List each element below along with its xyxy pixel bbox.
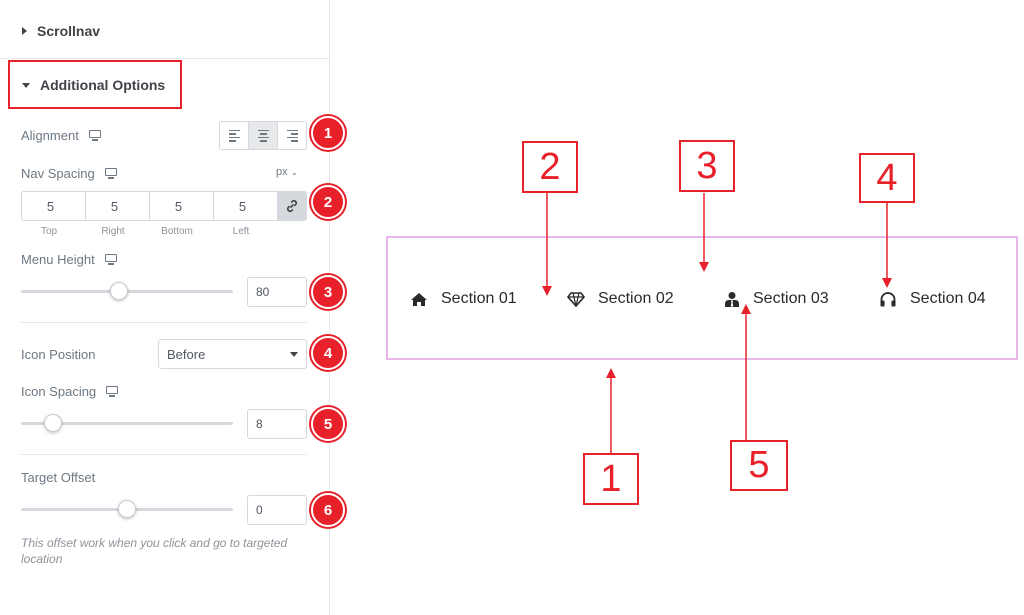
chevron-down-icon: ⌄ bbox=[290, 167, 299, 177]
align-center-icon bbox=[257, 129, 269, 142]
dropdown-arrow-icon bbox=[290, 351, 298, 357]
unit-select[interactable]: px ⌄ bbox=[276, 166, 298, 178]
link-icon bbox=[287, 200, 297, 212]
alignment-label-text: Alignment bbox=[21, 128, 79, 143]
highlight-box bbox=[8, 60, 182, 109]
dim-label-bottom: Bottom bbox=[161, 226, 193, 237]
nav-spacing-label: Nav Spacing bbox=[21, 166, 117, 181]
callout-4: 4 bbox=[859, 153, 915, 203]
slider-handle[interactable] bbox=[43, 414, 62, 432]
nav-item-section-04[interactable]: Section 04 bbox=[879, 290, 986, 308]
step-badge-4: 4 bbox=[311, 336, 345, 370]
diamond-icon bbox=[567, 291, 585, 307]
icon-position-label: Icon Position bbox=[21, 347, 95, 362]
additional-options-title: Additional Options bbox=[40, 77, 166, 93]
icon-position-value: Before bbox=[167, 346, 206, 362]
dim-label-left: Left bbox=[232, 226, 250, 237]
step-badge-2: 2 bbox=[311, 185, 345, 219]
menu-height-label: Menu Height bbox=[21, 252, 117, 267]
target-offset-input[interactable]: 0 bbox=[247, 495, 307, 525]
alignment-label: Alignment bbox=[21, 128, 101, 143]
nav-spacing-label-text: Nav Spacing bbox=[21, 166, 95, 181]
desktop-icon[interactable] bbox=[104, 254, 117, 265]
headphones-icon bbox=[880, 292, 896, 307]
desktop-icon[interactable] bbox=[88, 130, 101, 141]
step-badge-5: 5 bbox=[311, 407, 345, 441]
step-badge-6: 6 bbox=[311, 493, 345, 527]
nav-item-section-02[interactable]: Section 02 bbox=[567, 290, 674, 308]
icon-position-select[interactable]: Before bbox=[158, 339, 307, 369]
nav-item-section-03[interactable]: Section 03 bbox=[724, 290, 829, 308]
additional-options-header[interactable]: Additional Options bbox=[22, 75, 165, 95]
callout-1: 1 bbox=[583, 453, 639, 505]
nav-item-label: Section 02 bbox=[598, 290, 674, 307]
dimension-labels: Top Right Bottom Left bbox=[21, 226, 277, 237]
align-right-button[interactable] bbox=[278, 122, 306, 149]
icon-spacing-label-text: Icon Spacing bbox=[21, 384, 97, 399]
nav-item-section-01[interactable]: Section 01 bbox=[410, 290, 517, 308]
icon-spacing-label: Icon Spacing bbox=[21, 384, 119, 399]
desktop-icon[interactable] bbox=[104, 168, 117, 179]
target-offset-label-text: Target Offset bbox=[21, 470, 96, 485]
step-badge-3: 3 bbox=[311, 275, 345, 309]
icon-position-label-text: Icon Position bbox=[21, 347, 96, 362]
scrollnav-section-header[interactable]: Scrollnav bbox=[22, 21, 100, 41]
scrollnav-preview bbox=[386, 236, 1018, 360]
align-center-button[interactable] bbox=[249, 122, 278, 149]
dim-label-top: Top bbox=[40, 226, 58, 237]
target-offset-slider[interactable] bbox=[21, 500, 233, 518]
spacing-left-input[interactable]: 5 bbox=[214, 192, 278, 220]
step-badge-1: 1 bbox=[311, 116, 345, 150]
menu-height-label-text: Menu Height bbox=[21, 252, 95, 267]
desktop-icon[interactable] bbox=[106, 386, 119, 397]
callout-5: 5 bbox=[730, 440, 788, 491]
slider-handle[interactable] bbox=[109, 282, 128, 300]
align-left-icon bbox=[228, 129, 240, 142]
user-tie-icon bbox=[725, 292, 739, 307]
caret-down-icon bbox=[22, 82, 30, 88]
dim-label-right: Right bbox=[101, 226, 125, 237]
callout-2: 2 bbox=[522, 141, 578, 193]
target-offset-label: Target Offset bbox=[21, 470, 95, 485]
spacing-right-input[interactable]: 5 bbox=[86, 192, 150, 220]
divider bbox=[0, 58, 330, 59]
link-values-button[interactable] bbox=[278, 192, 306, 220]
caret-right-icon bbox=[22, 27, 27, 35]
nav-spacing-dimensions: 5 5 5 5 bbox=[21, 191, 307, 221]
spacing-bottom-input[interactable]: 5 bbox=[150, 192, 214, 220]
divider bbox=[20, 322, 307, 323]
nav-item-label: Section 01 bbox=[441, 290, 517, 307]
nav-item-label: Section 03 bbox=[753, 290, 829, 307]
menu-height-input[interactable]: 80 bbox=[247, 277, 307, 307]
divider bbox=[20, 454, 307, 455]
callout-3: 3 bbox=[679, 140, 735, 192]
nav-item-label: Section 04 bbox=[910, 290, 986, 307]
alignment-choices bbox=[219, 121, 307, 150]
menu-height-slider[interactable] bbox=[21, 282, 233, 300]
scrollnav-section-title: Scrollnav bbox=[37, 23, 101, 39]
icon-spacing-slider[interactable] bbox=[21, 414, 233, 432]
unit-value: px bbox=[276, 166, 288, 178]
slider-handle[interactable] bbox=[118, 500, 136, 518]
icon-spacing-input[interactable]: 8 bbox=[247, 409, 307, 439]
settings-panel: Scrollnav Additional Options Alignment N… bbox=[0, 0, 330, 615]
spacing-top-input[interactable]: 5 bbox=[22, 192, 86, 220]
target-offset-hint: This offset work when you click and go t… bbox=[21, 536, 288, 566]
align-right-icon bbox=[286, 129, 298, 142]
home-icon bbox=[411, 292, 427, 306]
align-left-button[interactable] bbox=[220, 122, 249, 149]
